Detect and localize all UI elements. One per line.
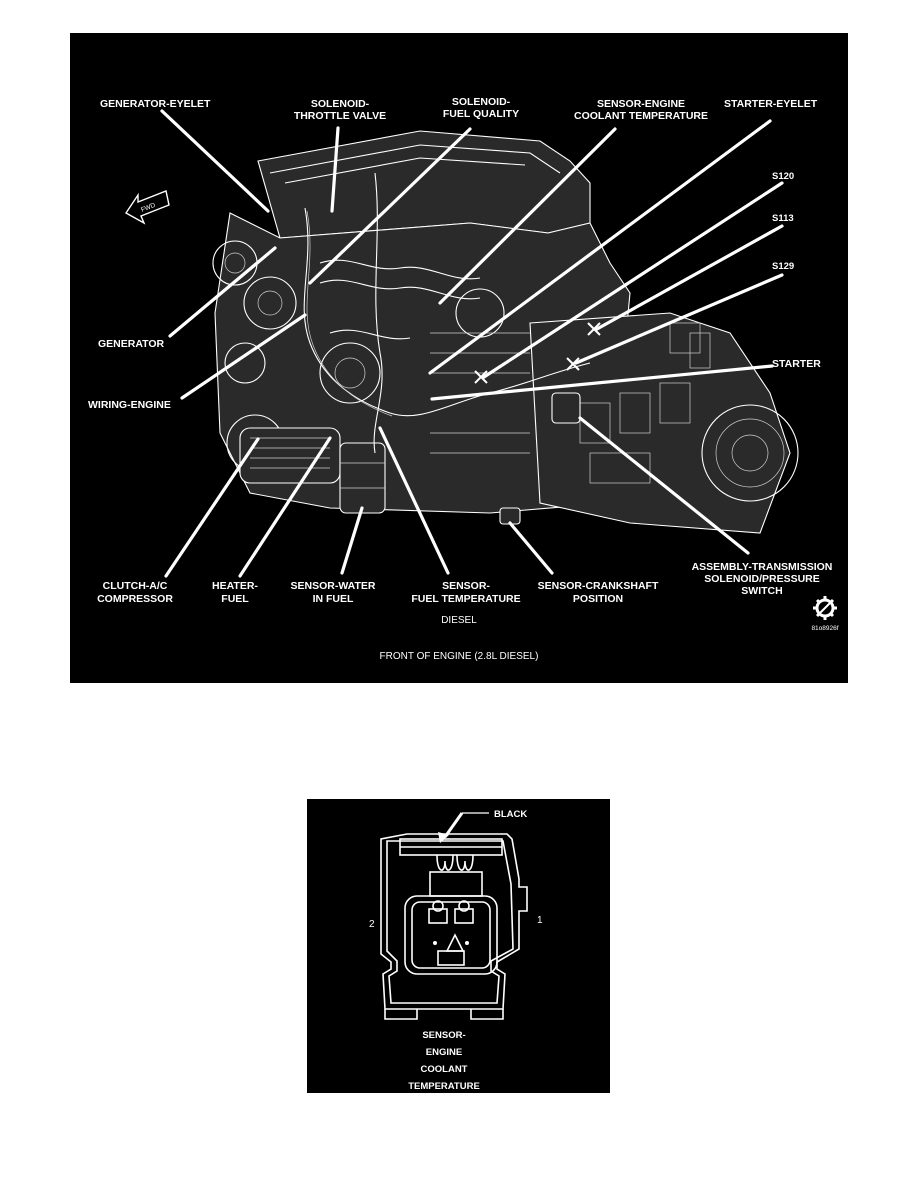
pin-2-label: 2 bbox=[369, 919, 375, 930]
label-clutch-ac-line1: CLUTCH-A/C bbox=[103, 580, 168, 592]
pin-1-label: 1 bbox=[537, 915, 543, 926]
label-starter-eyelet: STARTER-EYELET bbox=[724, 98, 818, 110]
connector-title-line2: ENGINE bbox=[426, 1047, 462, 1058]
connector-title-line3: COOLANT bbox=[421, 1064, 468, 1075]
connector-diagram-panel: BLACK 2 1 SENSOR- ENGINE COOLANT TEMPERA… bbox=[307, 799, 610, 1093]
label-sensor-water-line2: IN FUEL bbox=[313, 593, 354, 605]
label-sensor-water-line1: SENSOR-WATER bbox=[291, 580, 376, 592]
label-sensor-fuel-temp-line2: FUEL TEMPERATURE bbox=[411, 593, 520, 605]
label-s129: S129 bbox=[772, 261, 794, 272]
label-s120: S120 bbox=[772, 171, 794, 182]
label-solenoid-fuel-quality-line2: FUEL QUALITY bbox=[443, 108, 519, 120]
engine-illustration bbox=[212, 130, 799, 534]
label-clutch-ac-line2: COMPRESSOR bbox=[97, 593, 173, 605]
label-s113: S113 bbox=[772, 213, 794, 224]
label-sensor-ect-line2: COOLANT TEMPERATURE bbox=[574, 110, 708, 122]
splice-marks bbox=[474, 322, 601, 384]
forward-arrow-icon: FWD bbox=[124, 190, 170, 225]
label-starter: STARTER bbox=[772, 358, 821, 370]
label-transmission-line1: ASSEMBLY-TRANSMISSION bbox=[692, 561, 833, 573]
label-sensor-crankshaft-line1: SENSOR-CRANKSHAFT bbox=[538, 580, 659, 592]
label-transmission-line3: SWITCH bbox=[741, 585, 782, 597]
label-wiring-engine: WIRING-ENGINE bbox=[88, 399, 171, 411]
label-generator: GENERATOR bbox=[98, 338, 165, 350]
connector-title-line1: SENSOR- bbox=[422, 1030, 465, 1041]
label-sensor-crankshaft-line2: POSITION bbox=[573, 593, 623, 605]
connector-body-outline bbox=[380, 833, 528, 1010]
figure-caption: FRONT OF ENGINE (2.8L DIESEL) bbox=[380, 651, 539, 662]
leader-lines bbox=[160, 109, 784, 578]
label-heater-fuel-line1: HEATER- bbox=[212, 580, 258, 592]
engine-diagram-panel: FWD GENERATOR-EYELET SOLENOID- THROTTLE … bbox=[70, 33, 848, 683]
label-solenoid-throttle-valve-line2: THROTTLE VALVE bbox=[294, 110, 386, 122]
label-sensor-fuel-temp-line1: SENSOR- bbox=[442, 580, 490, 592]
figure-id: 81o8926f bbox=[811, 625, 838, 632]
label-solenoid-fuel-quality-line1: SOLENOID- bbox=[452, 96, 511, 108]
sub-caption: DIESEL bbox=[441, 615, 477, 626]
engine-diagram: FWD GENERATOR-EYELET SOLENOID- THROTTLE … bbox=[88, 96, 839, 662]
connector-title-line4: TEMPERATURE bbox=[408, 1081, 480, 1092]
label-generator-eyelet: GENERATOR-EYELET bbox=[100, 98, 211, 110]
gear-logo-icon bbox=[813, 596, 837, 620]
connector-diagram: BLACK 2 1 SENSOR- ENGINE COOLANT TEMPERA… bbox=[369, 809, 543, 1092]
fwd-label: FWD bbox=[140, 202, 157, 214]
label-sensor-ect-line1: SENSOR-ENGINE bbox=[597, 98, 685, 110]
label-solenoid-throttle-valve-line1: SOLENOID- bbox=[311, 98, 370, 110]
label-heater-fuel-line2: FUEL bbox=[221, 593, 249, 605]
label-transmission-line2: SOLENOID/PRESSURE bbox=[704, 573, 820, 585]
connector-color-label: BLACK bbox=[494, 809, 527, 820]
